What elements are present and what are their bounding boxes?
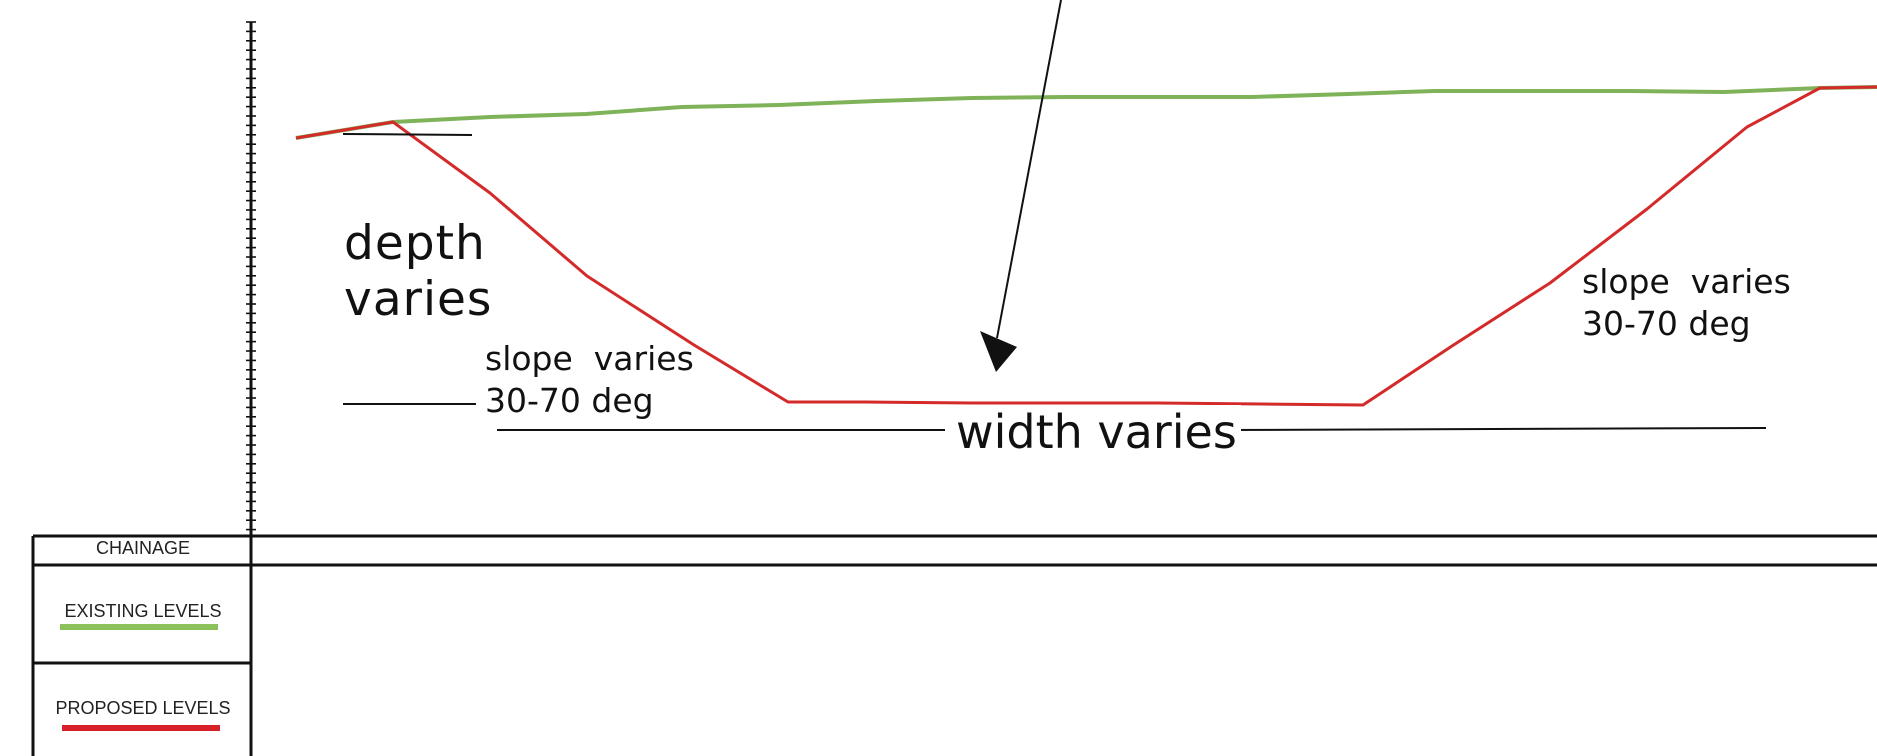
depth-varies-label: depth varies [344,216,493,327]
scale-ticks [246,21,256,531]
proposed-levels-line [295,85,1877,407]
proposed-levels-label: PROPOSED LEVELS [55,698,231,718]
chainage-label: CHAINAGE [95,538,191,558]
slope-varies-left-label: slope varies 30-70 deg [485,339,694,420]
width-dimension-right [1222,427,1767,431]
pointer-arrow [980,0,1062,372]
slope-varies-right-label: slope varies 30-70 deg [1582,262,1791,343]
top-reference-line [342,133,473,136]
existing-levels-line [295,85,1877,140]
vertical-scale [246,21,256,536]
level-table [31,534,1877,756]
width-varies-label: width varies [952,405,1241,459]
existing-levels-label: EXISTING LEVELS [64,601,222,621]
